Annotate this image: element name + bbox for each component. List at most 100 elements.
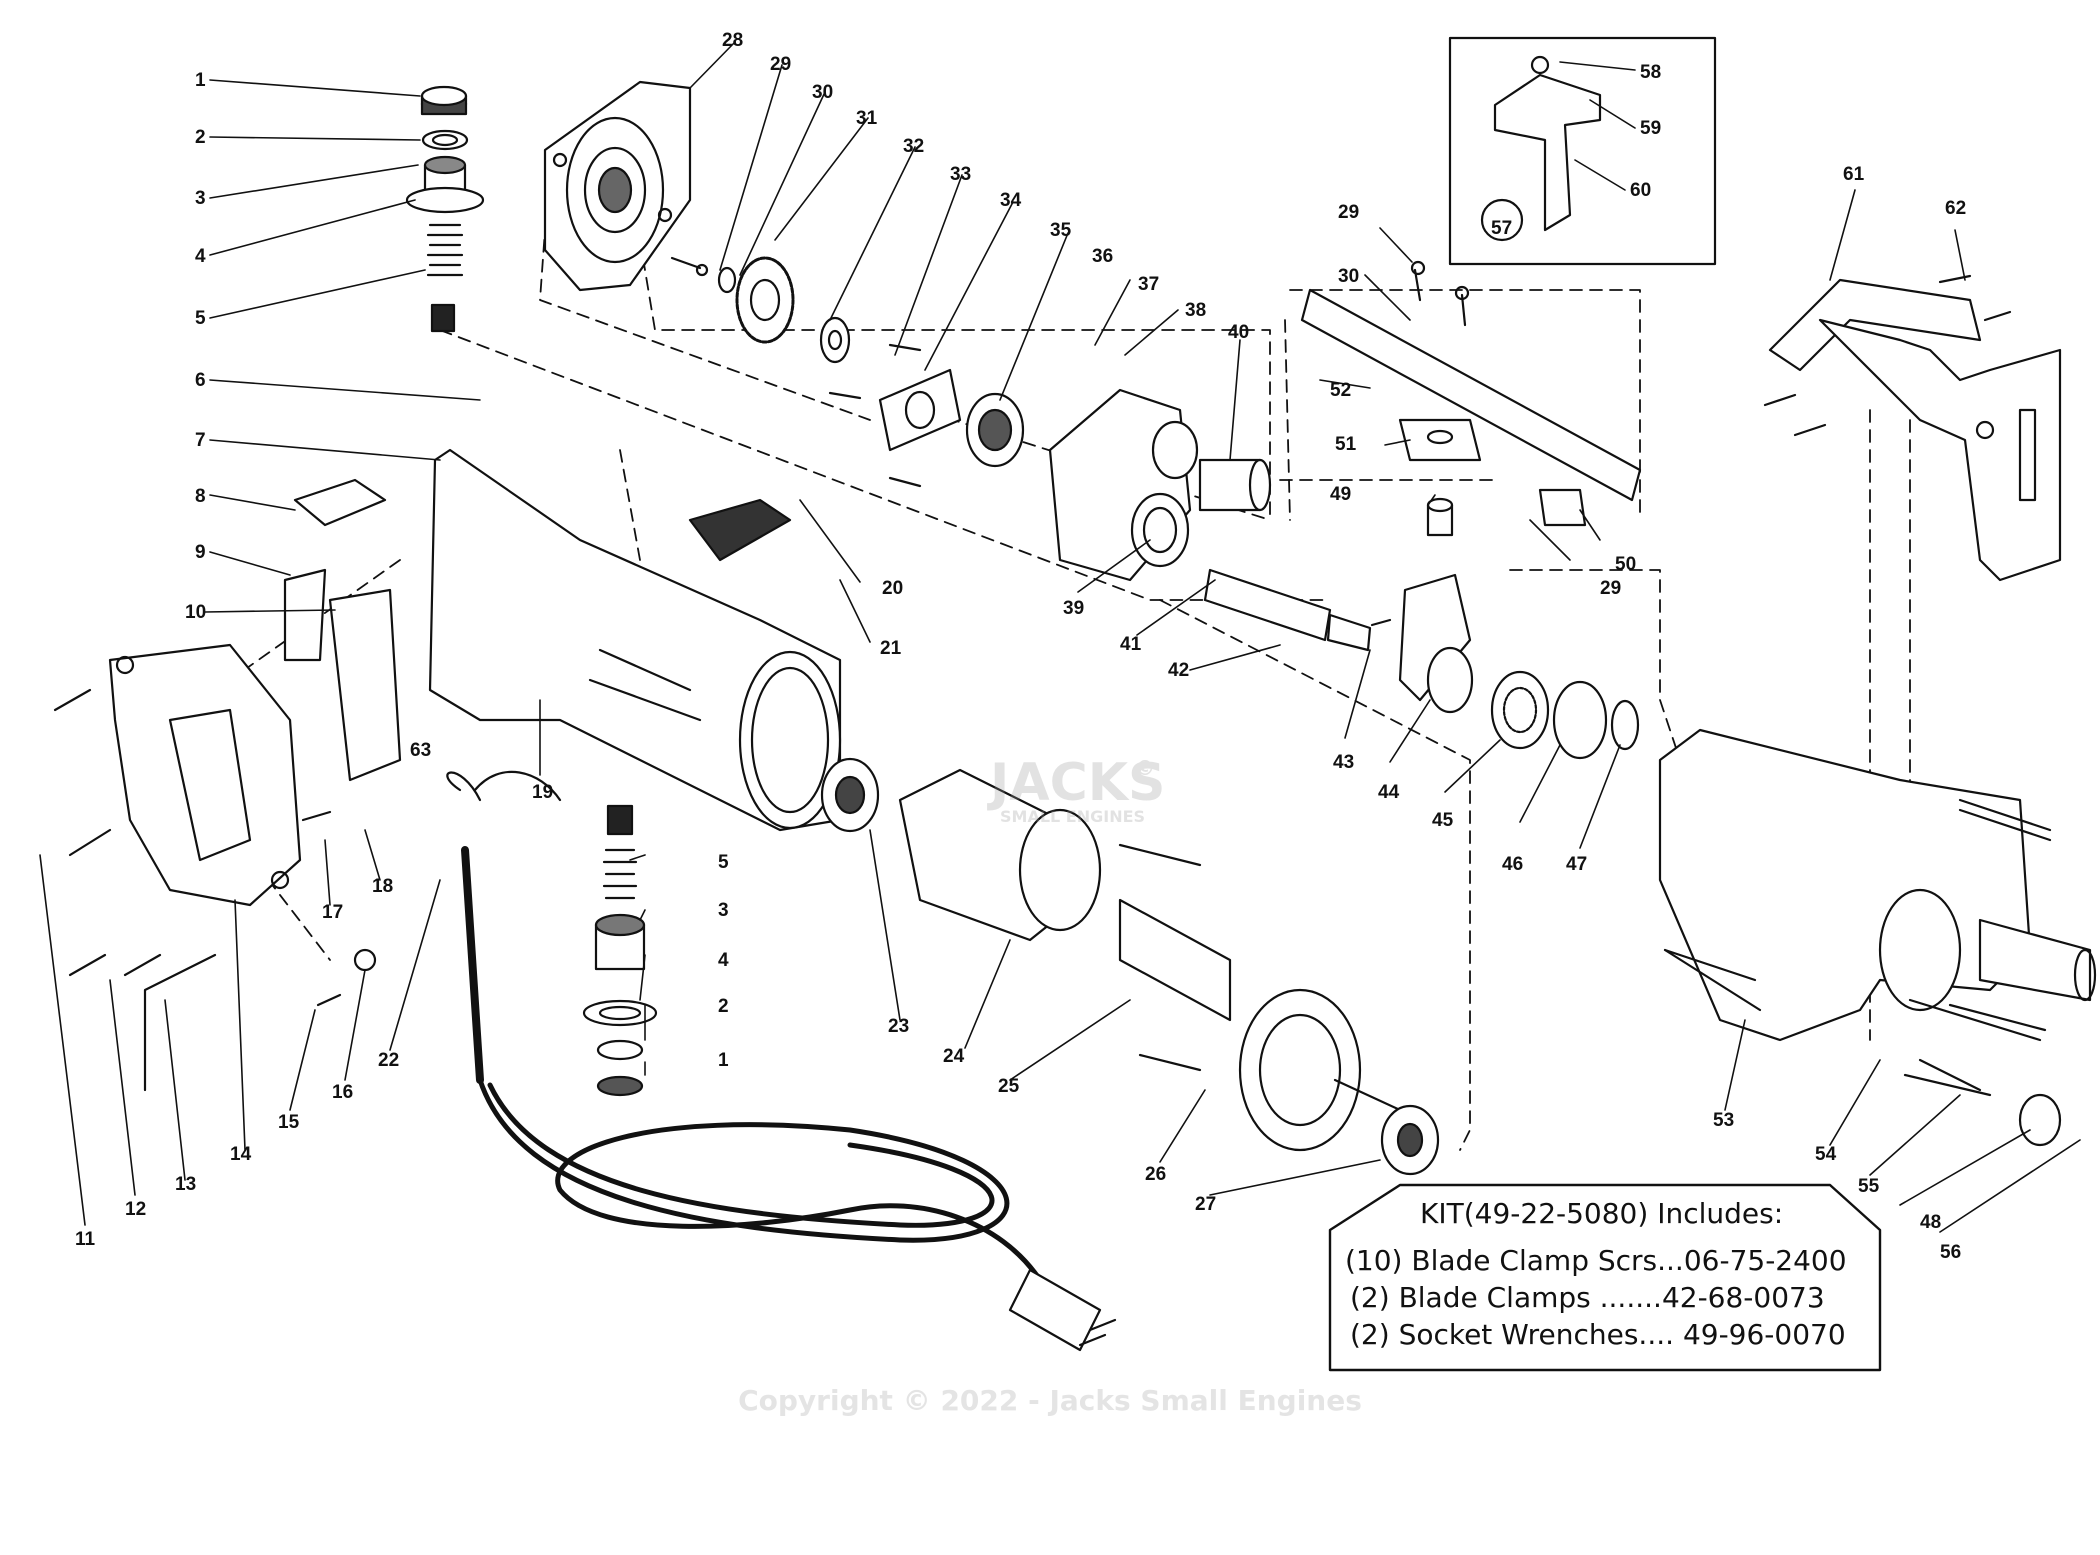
callout-9: 9 — [195, 542, 206, 563]
callout-54: 54 — [1815, 1144, 1837, 1165]
callout-56: 56 — [1940, 1242, 1961, 1263]
callout-leaders — [39, 41, 2081, 1233]
blade-clamp-inset — [1448, 36, 1717, 266]
kit-line-3: (2) Socket Wrenches.... 49-96-0070 — [1350, 1318, 1846, 1351]
callout-46: 46 — [1502, 854, 1523, 875]
callout-62: 62 — [1945, 198, 1966, 219]
callout-35: 35 — [1050, 220, 1072, 241]
callout-29: 29 — [770, 54, 791, 75]
handle — [108, 643, 302, 907]
callout-10: 10 — [185, 602, 206, 623]
callout-52: 52 — [1330, 380, 1351, 401]
callout-20: 20 — [882, 578, 903, 599]
callout-18: 18 — [372, 876, 393, 897]
kit-line-2: (2) Blade Clamps .......42-68-0073 — [1350, 1281, 1825, 1314]
callout-7: 7 — [195, 430, 206, 451]
callout-47: 47 — [1566, 854, 1587, 875]
callout-58: 58 — [1640, 62, 1661, 83]
callout-1: 1 — [195, 70, 206, 91]
plunger-assembly — [1300, 260, 1642, 760]
callout-11: 11 — [75, 1229, 96, 1250]
callout-45: 45 — [1432, 810, 1454, 831]
callout-12: 12 — [125, 1199, 146, 1220]
callout-2b: 2 — [718, 996, 729, 1017]
callout-59: 59 — [1640, 118, 1661, 139]
callout-51: 51 — [1335, 434, 1357, 455]
watermark-logo-sub: SMALL ENGINES — [1000, 807, 1145, 826]
top-brush-assembly — [405, 85, 485, 333]
callout-3b: 3 — [718, 900, 729, 921]
callout-44: 44 — [1378, 782, 1400, 803]
power-cord — [446, 770, 1117, 1352]
callout-39: 39 — [1063, 598, 1084, 619]
callout-41: 41 — [1120, 634, 1142, 655]
callout-50: 50 — [1615, 554, 1636, 575]
callout-31: 31 — [856, 108, 878, 129]
callout-57: 57 — [1491, 218, 1512, 239]
callout-2: 2 — [195, 127, 206, 148]
watermark-logo: JACKS — [987, 753, 1166, 813]
callout-26: 26 — [1145, 1164, 1166, 1185]
callout-5: 5 — [195, 308, 206, 329]
callout-37: 37 — [1138, 274, 1159, 295]
callout-15: 15 — [278, 1112, 300, 1133]
callout-63: 63 — [410, 740, 431, 761]
callout-42: 42 — [1168, 660, 1189, 681]
callout-14: 14 — [230, 1144, 252, 1165]
callout-13: 13 — [175, 1174, 196, 1195]
callout-53: 53 — [1713, 1110, 1734, 1131]
kit-callout-box — [1328, 1183, 1882, 1372]
front-housing — [1658, 728, 2097, 1147]
callout-38: 38 — [1185, 300, 1206, 321]
bottom-brush-assembly — [582, 804, 658, 1097]
callout-60: 60 — [1630, 180, 1651, 201]
callout-25: 25 — [998, 1076, 1020, 1097]
callout-49: 49 — [1330, 484, 1351, 505]
callout-27: 27 — [1195, 1194, 1216, 1215]
gear-train-parts — [670, 256, 1025, 488]
kit-line-1: (10) Blade Clamp Scrs...06-75-2400 — [1345, 1244, 1847, 1277]
callout-29b: 29 — [1600, 578, 1621, 599]
callout-55: 55 — [1858, 1176, 1880, 1197]
callout-43: 43 — [1333, 752, 1354, 773]
kit-includes: KIT(49-22-5080) Includes: (10) Blade Cla… — [1345, 1197, 1847, 1351]
callout-28: 28 — [722, 30, 743, 51]
callout-23: 23 — [888, 1016, 909, 1037]
callout-4: 4 — [195, 246, 206, 267]
callout-48: 48 — [1920, 1212, 1941, 1233]
callout-40: 40 — [1228, 322, 1249, 343]
callout-36: 36 — [1092, 246, 1113, 267]
callout-32: 32 — [903, 136, 924, 157]
callout-6: 6 — [195, 370, 206, 391]
callout-30: 30 — [812, 82, 833, 103]
callout-16: 16 — [332, 1082, 353, 1103]
watermark-registered: © — [1135, 756, 1155, 780]
callout-3: 3 — [195, 188, 206, 209]
kit-title: KIT(49-22-5080) Includes: — [1420, 1197, 1783, 1230]
switch-parts — [53, 478, 402, 1092]
callout-5b: 5 — [718, 852, 729, 873]
callout-29c: 29 — [1338, 202, 1359, 223]
callout-4b: 4 — [718, 950, 729, 971]
gear-case-cover — [543, 80, 692, 292]
motor-internals — [820, 757, 1440, 1176]
copyright-watermark: Copyright © 2022 - Jacks Small Engines — [738, 1384, 1362, 1417]
callout-22: 22 — [378, 1050, 399, 1071]
callout-34: 34 — [1000, 190, 1022, 211]
jacks-watermark: JACKS SMALL ENGINES © — [987, 753, 1166, 826]
callout-24: 24 — [943, 1046, 965, 1067]
callout-21: 21 — [880, 638, 902, 659]
callout-33: 33 — [950, 164, 971, 185]
callout-17: 17 — [322, 902, 343, 923]
callout-30b: 30 — [1338, 266, 1359, 287]
gear-housing — [1048, 388, 1372, 652]
callout-61: 61 — [1843, 164, 1865, 185]
motor-housing — [428, 448, 842, 832]
shoe-bracket — [1763, 274, 2062, 582]
callout-19: 19 — [532, 782, 553, 803]
callout-labels: 1 2 3 4 5 6 7 8 9 10 11 12 13 14 15 16 1… — [75, 30, 1966, 1263]
callout-1b: 1 — [718, 1050, 729, 1071]
housing-screws — [1663, 798, 2052, 1097]
